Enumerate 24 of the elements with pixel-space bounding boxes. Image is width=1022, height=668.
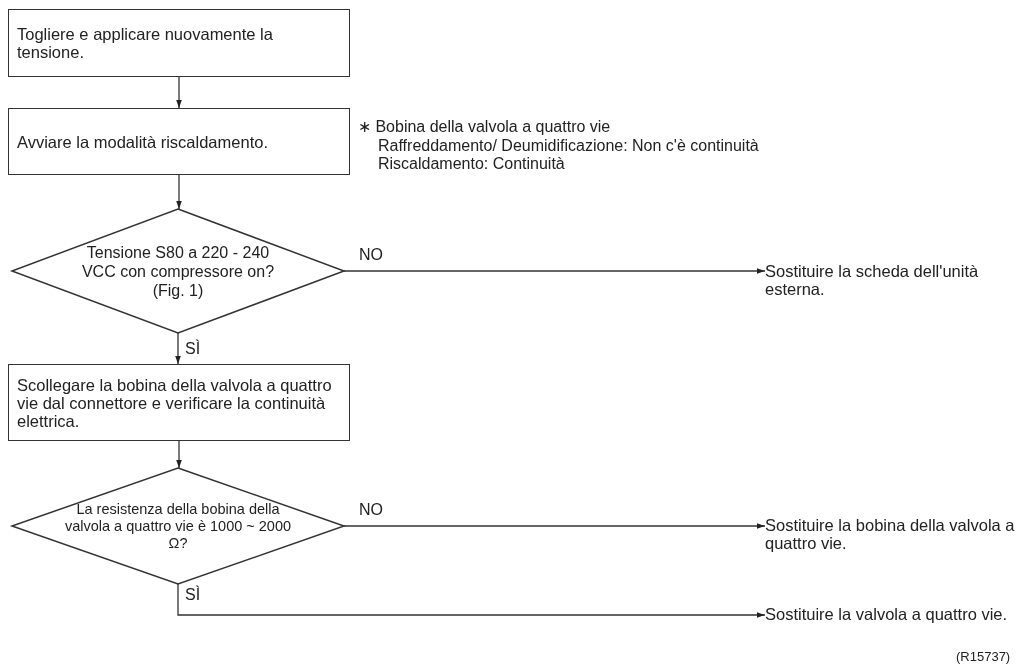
arrow [176,76,182,109]
step-text: Avviare la modalità riscaldamento. [17,132,268,151]
arrow [176,174,182,210]
note-text: Raffreddamento/ Deumidificazione: Non c'è continuità [378,137,759,155]
arrow [177,583,766,618]
process-box [8,9,350,77]
decision-text: Tensione S80 a 220 - 240 VCC con compressore on? (Fig. 1) [81,242,275,300]
process-box [8,364,350,441]
step-text: Scollegare la bobina della valvola a quattro vie dal connettore e verificare la continuità elettrica. [17,375,333,430]
action-text: Sostituire la valvola a quattro vie. [765,605,1015,623]
note-text: Riscaldamento: Continuità [378,155,565,173]
arrow [176,440,182,469]
action-text: Sostituire la scheda dell'unità esterna. [765,262,1005,298]
arrow [343,268,766,274]
figure-code: (R15737) [956,648,1011,666]
decision-text: La resistenza della bobina della valvola a quattro vie è 1000 ~ 2000 Ω? [63,500,293,552]
arrow [343,523,766,529]
decision-diamond [12,468,344,584]
process-box [8,108,350,175]
decision-diamond [12,209,344,333]
arrow [175,332,181,365]
step-text: Togliere e applicare nuovamente la tensione. [17,25,274,61]
action-text: Sostituire la bobina della valvola a quattro vie. [765,516,1015,552]
note-text: ∗ Bobina della valvola a quattro vie [358,118,611,136]
